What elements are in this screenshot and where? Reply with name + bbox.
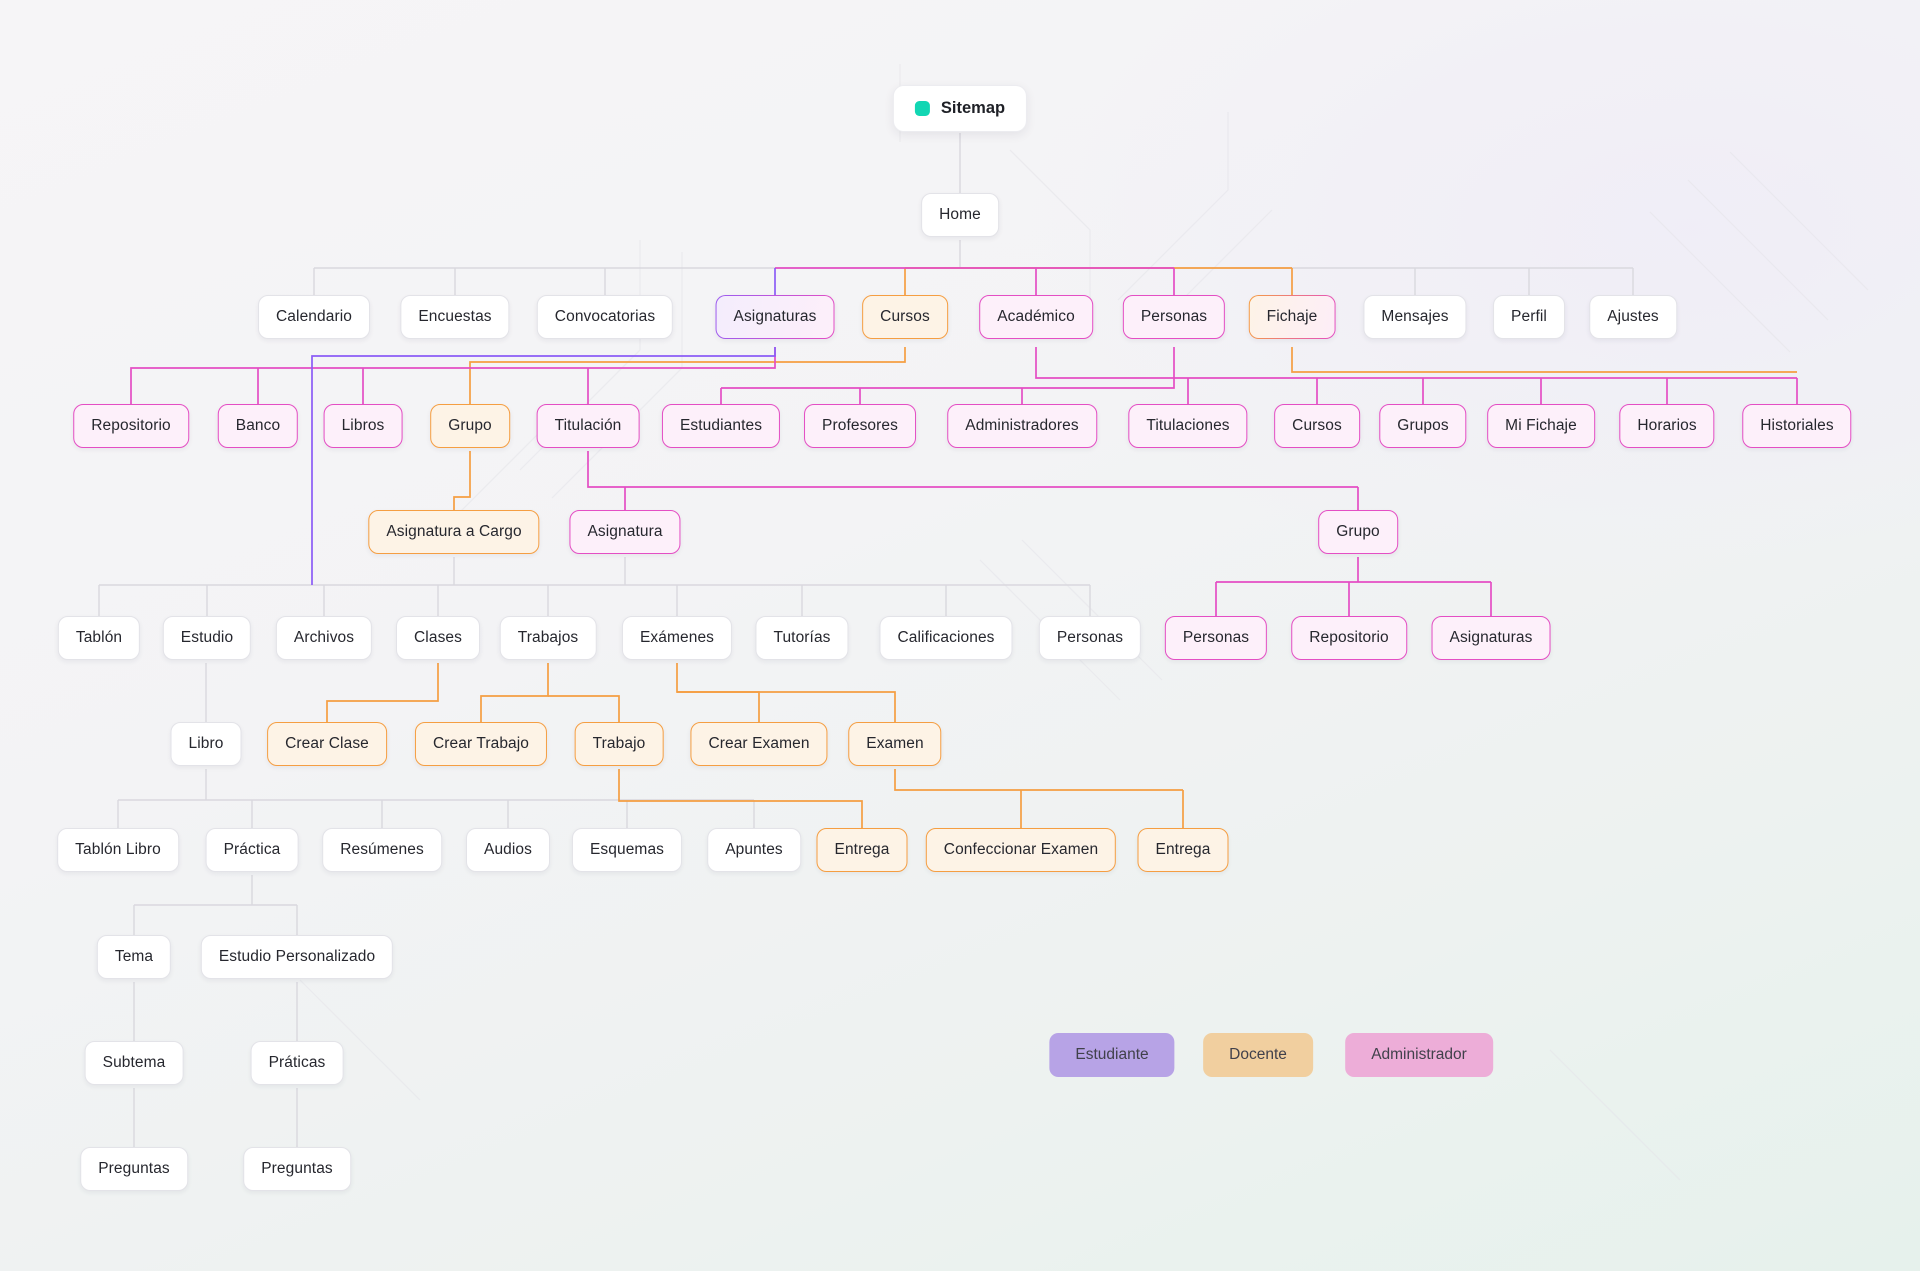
node-entrega-2[interactable]: Entrega	[1137, 828, 1229, 872]
node-repositorio[interactable]: Repositorio	[73, 404, 189, 448]
node-trabajos[interactable]: Trabajos	[499, 616, 597, 660]
legend-chip-docente: Docente	[1203, 1033, 1313, 1077]
node-profesores[interactable]: Profesores	[804, 404, 916, 448]
node-tablon-libro[interactable]: Tablón Libro	[57, 828, 179, 872]
node-grupos[interactable]: Grupos	[1379, 404, 1467, 448]
node-encuestas[interactable]: Encuestas	[400, 295, 510, 339]
node-entrega-1[interactable]: Entrega	[816, 828, 908, 872]
node-resumenes[interactable]: Resúmenes	[322, 828, 442, 872]
node-crear-examen[interactable]: Crear Examen	[690, 722, 828, 766]
node-preguntas-1[interactable]: Preguntas	[80, 1147, 188, 1191]
node-subtema[interactable]: Subtema	[84, 1041, 184, 1085]
circuit-decoration-line	[1687, 179, 1829, 321]
circuit-decoration-line	[1729, 151, 1869, 291]
node-examenes[interactable]: Exámenes	[621, 616, 733, 660]
node-crear-trabajo[interactable]: Crear Trabajo	[414, 722, 548, 766]
node-perfil[interactable]: Perfil	[1493, 295, 1565, 339]
tree-connector	[453, 451, 471, 510]
node-estudiantes[interactable]: Estudiantes	[661, 404, 781, 448]
node-historiales[interactable]: Historiales	[1742, 404, 1852, 448]
circuit-decoration-line	[551, 252, 683, 499]
node-ajustes[interactable]: Ajustes	[1589, 295, 1677, 339]
node-praticas[interactable]: Práticas	[250, 1041, 344, 1085]
node-asignatura[interactable]: Asignatura	[569, 510, 681, 554]
node-grupo[interactable]: Grupo	[430, 404, 510, 448]
tree-connector	[469, 347, 906, 404]
node-archivos[interactable]: Archivos	[275, 616, 373, 660]
node-convocatorias[interactable]: Convocatorias	[536, 295, 674, 339]
node-tutorias[interactable]: Tutorías	[755, 616, 849, 660]
tree-connector	[130, 347, 776, 404]
node-crear-clase[interactable]: Crear Clase	[267, 722, 387, 766]
tree-connector	[1291, 347, 1797, 373]
circuit-decoration-line	[1117, 112, 1229, 301]
node-tablon[interactable]: Tablón	[57, 616, 141, 660]
node-banco[interactable]: Banco	[217, 404, 299, 448]
tree-connector	[548, 695, 620, 722]
tree-connector	[618, 769, 863, 828]
node-estudio-personalizado[interactable]: Estudio Personalizado	[200, 935, 394, 979]
node-asignatura-a-cargo[interactable]: Asignatura a Cargo	[368, 510, 540, 554]
sitemap-root-label: Sitemap	[940, 99, 1006, 117]
sitemap-root-node[interactable]: Sitemap	[892, 85, 1028, 132]
node-confeccionar-examen[interactable]: Confeccionar Examen	[925, 828, 1117, 872]
node-libro[interactable]: Libro	[170, 722, 242, 766]
node-titulaciones[interactable]: Titulaciones	[1128, 404, 1248, 448]
node-esquemas[interactable]: Esquemas	[571, 828, 683, 872]
circuit-decoration-line	[1549, 1049, 1681, 1181]
node-mi-fichaje[interactable]: Mi Fichaje	[1487, 404, 1595, 448]
node-personas-2[interactable]: Personas	[1038, 616, 1142, 660]
node-apuntes[interactable]: Apuntes	[707, 828, 801, 872]
tree-connector	[721, 347, 1175, 389]
node-clases[interactable]: Clases	[396, 616, 480, 660]
node-asignaturas-2[interactable]: Asignaturas	[1431, 616, 1551, 660]
legend-chip-estudiante: Estudiante	[1049, 1033, 1175, 1077]
node-mensajes[interactable]: Mensajes	[1363, 295, 1467, 339]
node-academico[interactable]: Académico	[979, 295, 1093, 339]
node-personas[interactable]: Personas	[1122, 295, 1226, 339]
node-preguntas-2[interactable]: Preguntas	[243, 1147, 351, 1191]
tree-connector	[326, 663, 439, 722]
node-administradores[interactable]: Administradores	[947, 404, 1097, 448]
node-horarios[interactable]: Horarios	[1619, 404, 1715, 448]
node-calendario[interactable]: Calendario	[258, 295, 370, 339]
tree-connector	[480, 663, 549, 722]
node-grupo-2[interactable]: Grupo	[1318, 510, 1398, 554]
tree-connector	[587, 451, 1358, 488]
node-asignaturas[interactable]: Asignaturas	[716, 295, 835, 339]
tree-connector	[894, 769, 1183, 791]
node-fichaje[interactable]: Fichaje	[1249, 295, 1336, 339]
node-tema[interactable]: Tema	[96, 935, 172, 979]
node-titulacion[interactable]: Titulación	[536, 404, 640, 448]
tree-connector	[677, 691, 896, 722]
node-examen[interactable]: Examen	[848, 722, 942, 766]
tree-connector	[676, 663, 760, 722]
legend-chip-administrador: Administrador	[1345, 1033, 1493, 1077]
node-audios[interactable]: Audios	[466, 828, 550, 872]
node-calificaciones[interactable]: Calificaciones	[879, 616, 1013, 660]
tree-connector	[1035, 347, 1423, 379]
node-estudio[interactable]: Estudio	[162, 616, 252, 660]
node-cursos[interactable]: Cursos	[862, 295, 948, 339]
node-home[interactable]: Home	[921, 193, 999, 237]
sitemap-dot-icon	[914, 101, 930, 116]
node-trabajo[interactable]: Trabajo	[574, 722, 664, 766]
node-repositorio-2[interactable]: Repositorio	[1291, 616, 1407, 660]
node-cursos-2[interactable]: Cursos	[1274, 404, 1360, 448]
node-practica[interactable]: Práctica	[205, 828, 299, 872]
node-libros[interactable]: Libros	[323, 404, 403, 448]
node-personas-3[interactable]: Personas	[1164, 616, 1268, 660]
